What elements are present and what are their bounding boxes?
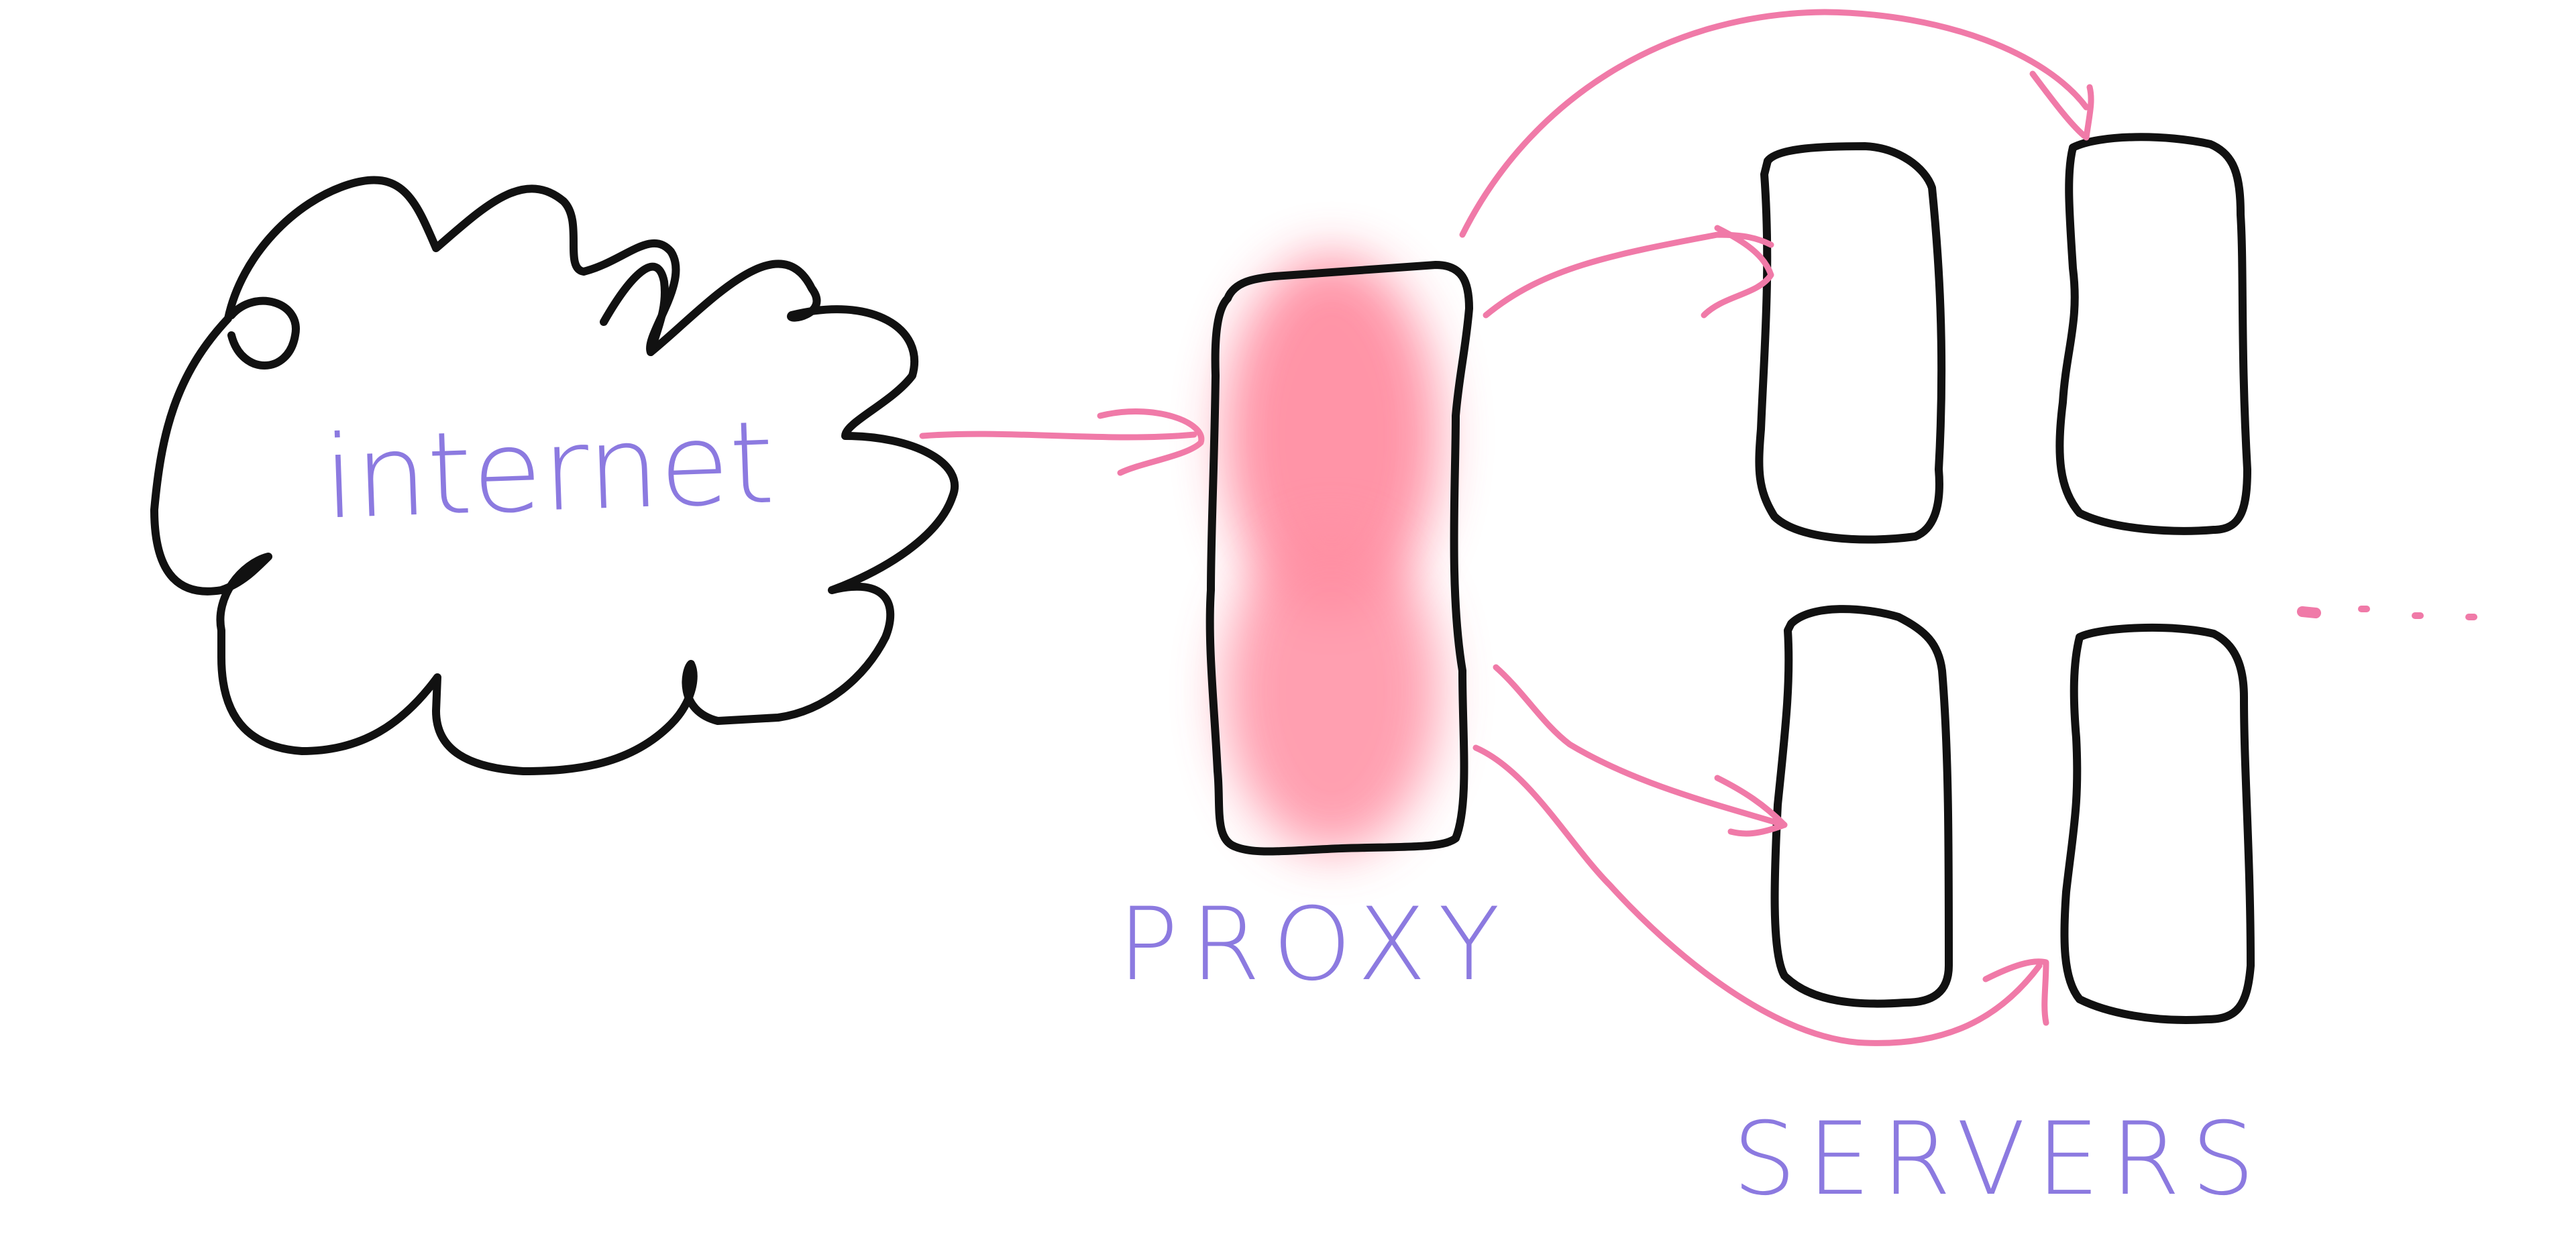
proxy-label: PROXY	[1118, 887, 1512, 1003]
cloud-outline	[150, 176, 959, 775]
server-3	[1770, 605, 1953, 1008]
more-servers-dots	[2297, 606, 2477, 620]
server-2	[2055, 133, 2251, 535]
arrow-proxy-to-server-4	[1472, 744, 2049, 1046]
proxy-glow-bottom	[1224, 530, 1439, 852]
proxy-box	[1205, 255, 1473, 856]
server-4	[2060, 623, 2255, 1024]
cloud-inner-curl-left	[227, 296, 300, 370]
arrow-internet-to-proxy	[919, 408, 1205, 476]
cloud-inner-curl-top	[600, 262, 669, 356]
proxy-glow-top	[1224, 255, 1439, 617]
arrow-proxy-to-server-1	[1483, 225, 1774, 319]
arrow-proxy-to-server-2	[1459, 9, 2094, 238]
server-1	[1755, 142, 1946, 544]
internet-label: internet	[321, 396, 777, 545]
proxy-outline	[1205, 261, 1473, 856]
arrow-proxy-to-server-3	[1493, 664, 1788, 837]
internet-cloud	[150, 176, 959, 775]
servers-label: SERVERS	[1733, 1101, 2266, 1218]
